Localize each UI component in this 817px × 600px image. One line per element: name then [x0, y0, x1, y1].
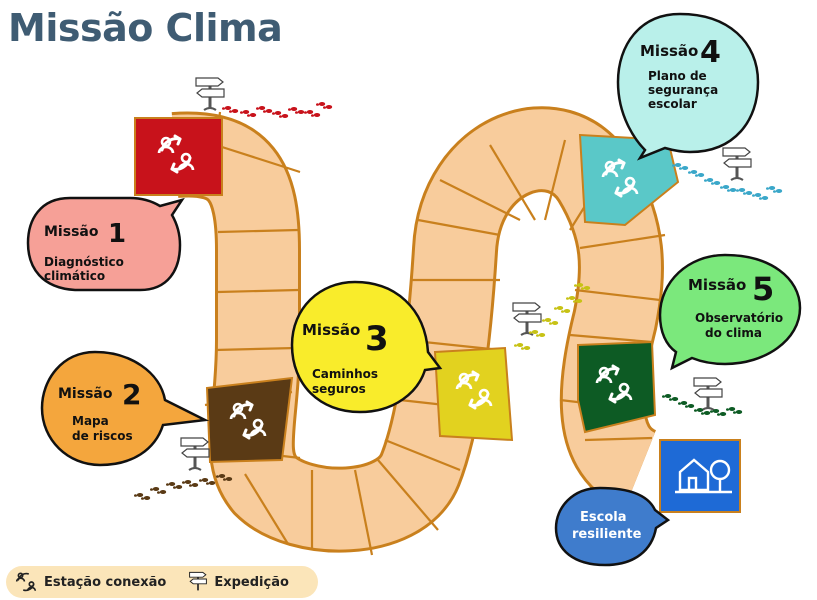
station-3 — [433, 346, 514, 442]
mission-1-number: 1 — [108, 219, 126, 249]
mission-2-line-2: de riscos — [72, 429, 133, 443]
mission-4-number: 4 — [700, 35, 721, 70]
footprints-icon — [672, 163, 783, 200]
signpost-icon — [693, 377, 723, 411]
final-bubble: Escola resiliente — [554, 486, 671, 567]
expedition-1 — [195, 77, 333, 118]
mission-2-bubble: Missão 2 Mapa de riscos — [40, 350, 210, 467]
mission-4-line-3: escolar — [648, 97, 697, 111]
mission-1-word: Missão — [44, 224, 99, 240]
expedition-4 — [672, 147, 783, 200]
school-house-icon — [675, 458, 732, 494]
mission-4-word: Missão — [640, 42, 698, 60]
mission-5-line-1: Observatório — [695, 311, 783, 325]
station-5 — [577, 340, 657, 434]
signpost-icon — [195, 77, 225, 111]
station-2 — [205, 376, 294, 464]
expedition-5 — [662, 377, 743, 416]
page-title: Missão Clima — [8, 6, 283, 50]
mission-3-word: Missão — [302, 321, 360, 339]
mission-5-number: 5 — [752, 270, 774, 308]
signpost-icon — [189, 571, 208, 591]
school-station — [659, 439, 741, 513]
mission-3-line-2: seguros — [312, 382, 366, 396]
mission-2-word: Missão — [58, 386, 113, 402]
connection-station-icon — [15, 572, 37, 592]
mission-3-number: 3 — [365, 319, 389, 359]
final-line-1: Escola — [580, 510, 626, 525]
mission-4-line-2: segurança — [648, 83, 718, 97]
legend-station: Estação conexão — [14, 570, 166, 594]
mission-5-line-2: do clima — [705, 326, 762, 340]
signpost-icon — [180, 437, 210, 471]
signpost-icon — [722, 147, 752, 181]
legend-station-label: Estação conexão — [44, 574, 167, 590]
mission-1-line-2: climático — [44, 269, 105, 283]
mission-2-line-1: Mapa — [72, 414, 109, 428]
mission-2-number: 2 — [122, 378, 141, 411]
mission-1-bubble: Missão 1 Diagnóstico climático — [26, 196, 185, 292]
mission-4-line-1: Plano de — [648, 69, 707, 83]
signpost-icon — [512, 302, 542, 336]
legend-expedition-label: Expedição — [214, 574, 289, 590]
mission-5-bubble: Missão 5 Observatório do clima — [658, 253, 802, 371]
footprints-icon — [222, 102, 333, 118]
final-line-2: resiliente — [572, 527, 642, 542]
mission-1-line-1: Diagnóstico — [44, 255, 124, 269]
mission-3-line-1: Caminhos — [312, 367, 378, 381]
mission-5-word: Missão — [688, 276, 746, 294]
station-1 — [134, 117, 223, 196]
mission-4-bubble: Missão 4 Plano de segurança escolar — [616, 12, 760, 161]
legend-expedition: Expedição — [188, 570, 289, 594]
legend: Estação conexão Expedição — [6, 566, 318, 598]
mission-3-bubble: Missão 3 Caminhos seguros — [290, 280, 443, 414]
